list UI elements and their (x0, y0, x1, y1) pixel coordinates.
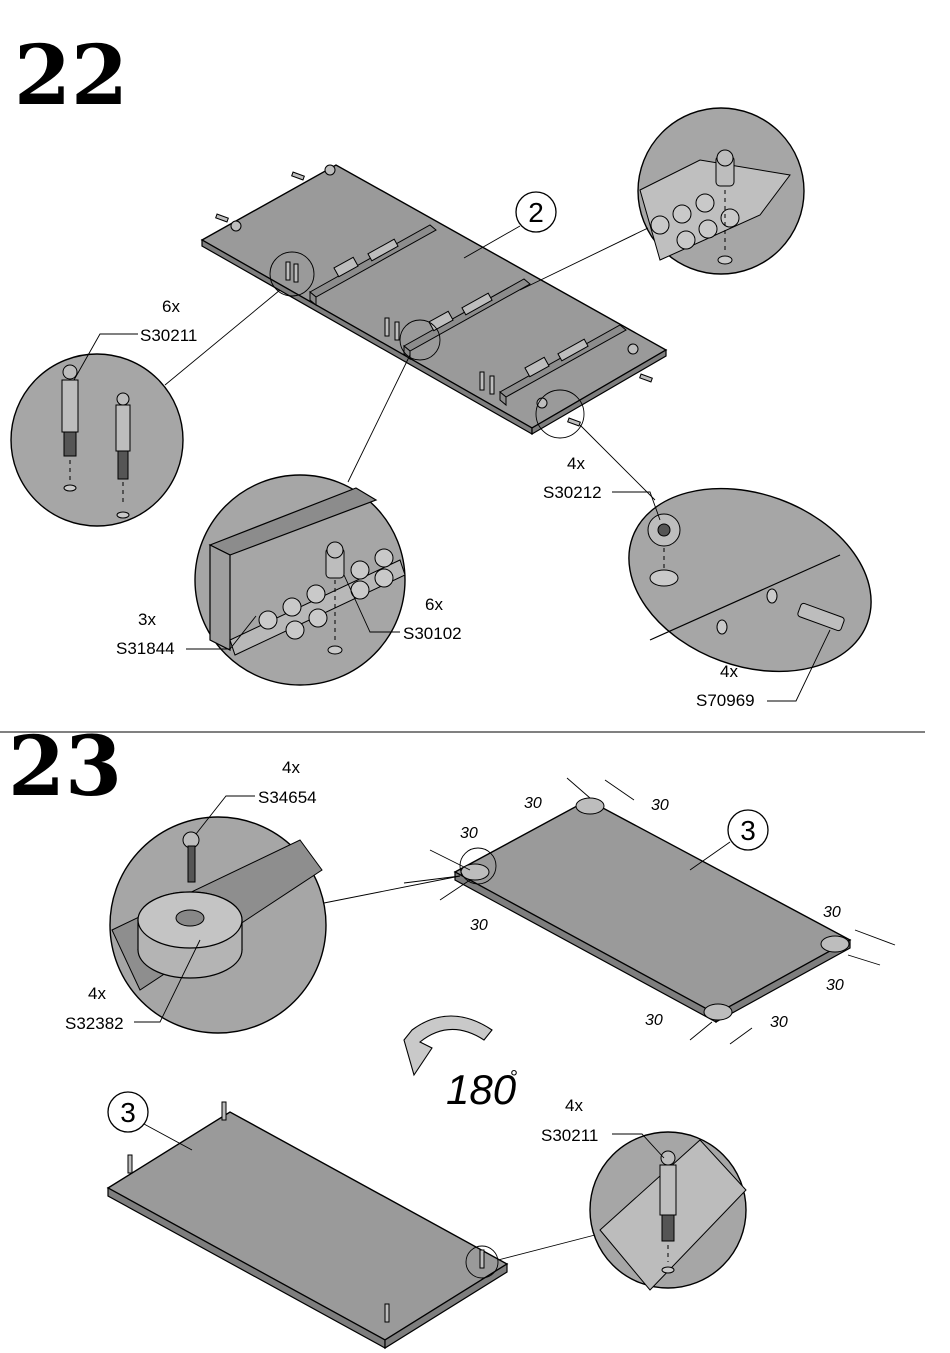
rotation-label: 180 (446, 1066, 517, 1113)
step-22: 22 (10, 28, 872, 710)
zoom-bolt-s30211-bottom (497, 1131, 747, 1291)
panel-2-bolts (215, 164, 653, 427)
part-s30211-bottom-qty: 4x (565, 1096, 583, 1115)
part-s32382-qty: 4x (88, 984, 106, 1003)
part-s30102-code: S30102 (403, 624, 462, 643)
zoom-cam-fitting (519, 107, 805, 291)
part-s30212-code: S30212 (543, 483, 602, 502)
part-s34654-code: S34654 (258, 788, 317, 807)
dim-30-b: 30 (470, 917, 488, 934)
step-23: 23 30 30 30 30 30 30 30 30 (8, 719, 896, 1350)
panel-ref-3-bottom: 3 (107, 1091, 193, 1151)
part-s30211-qty: 6x (162, 297, 180, 316)
zoom-cam-and-dowel (579, 424, 872, 702)
part-s30212-qty: 4x (567, 454, 585, 473)
dim-30-a: 30 (460, 825, 478, 842)
zoom-bolt-s30211 (10, 289, 281, 527)
part-s70969-qty: 4x (720, 662, 738, 681)
zoom-rail-s31844 (186, 354, 411, 686)
rotation-degree-symbol: ° (510, 1067, 518, 1089)
panel-ref-2: 2 (463, 191, 557, 259)
part-s34654-qty: 4x (282, 758, 300, 777)
panel-ref-3-top-label: 3 (740, 815, 756, 846)
rail-1 (309, 224, 437, 307)
part-s31844-qty: 3x (138, 610, 156, 629)
dim-30-e: 30 (823, 904, 841, 921)
part-s31844-code: S31844 (116, 639, 175, 658)
dim-30-c: 30 (524, 795, 542, 812)
panel-3-bottom-drawing (106, 1101, 509, 1350)
rail-3 (499, 324, 627, 407)
part-s70969-code: S70969 (696, 691, 755, 710)
part-s30211-code: S30211 (140, 326, 197, 345)
dim-30-g: 30 (645, 1012, 663, 1029)
step-22-number: 22 (14, 28, 128, 124)
step-23-number: 23 (8, 719, 122, 815)
dim-30-f: 30 (826, 977, 844, 994)
rotation-arrow-icon (403, 1015, 493, 1077)
panel-ref-3-bottom-label: 3 (120, 1097, 136, 1128)
dim-30-h: 30 (770, 1014, 788, 1031)
dim-30-d: 30 (651, 797, 669, 814)
panel-ref-2-label: 2 (528, 197, 544, 228)
part-s32382-code: S32382 (65, 1014, 124, 1033)
rail-2 (403, 278, 531, 361)
part-s30211-bottom-code: S30211 (541, 1126, 598, 1145)
panel-2-drawing (200, 164, 668, 439)
panel-ref-3-top: 3 (689, 809, 769, 871)
part-s30102-qty: 6x (425, 595, 443, 614)
zoom-foot-glide (109, 795, 461, 1034)
panel-3-top-drawing (403, 777, 896, 1045)
